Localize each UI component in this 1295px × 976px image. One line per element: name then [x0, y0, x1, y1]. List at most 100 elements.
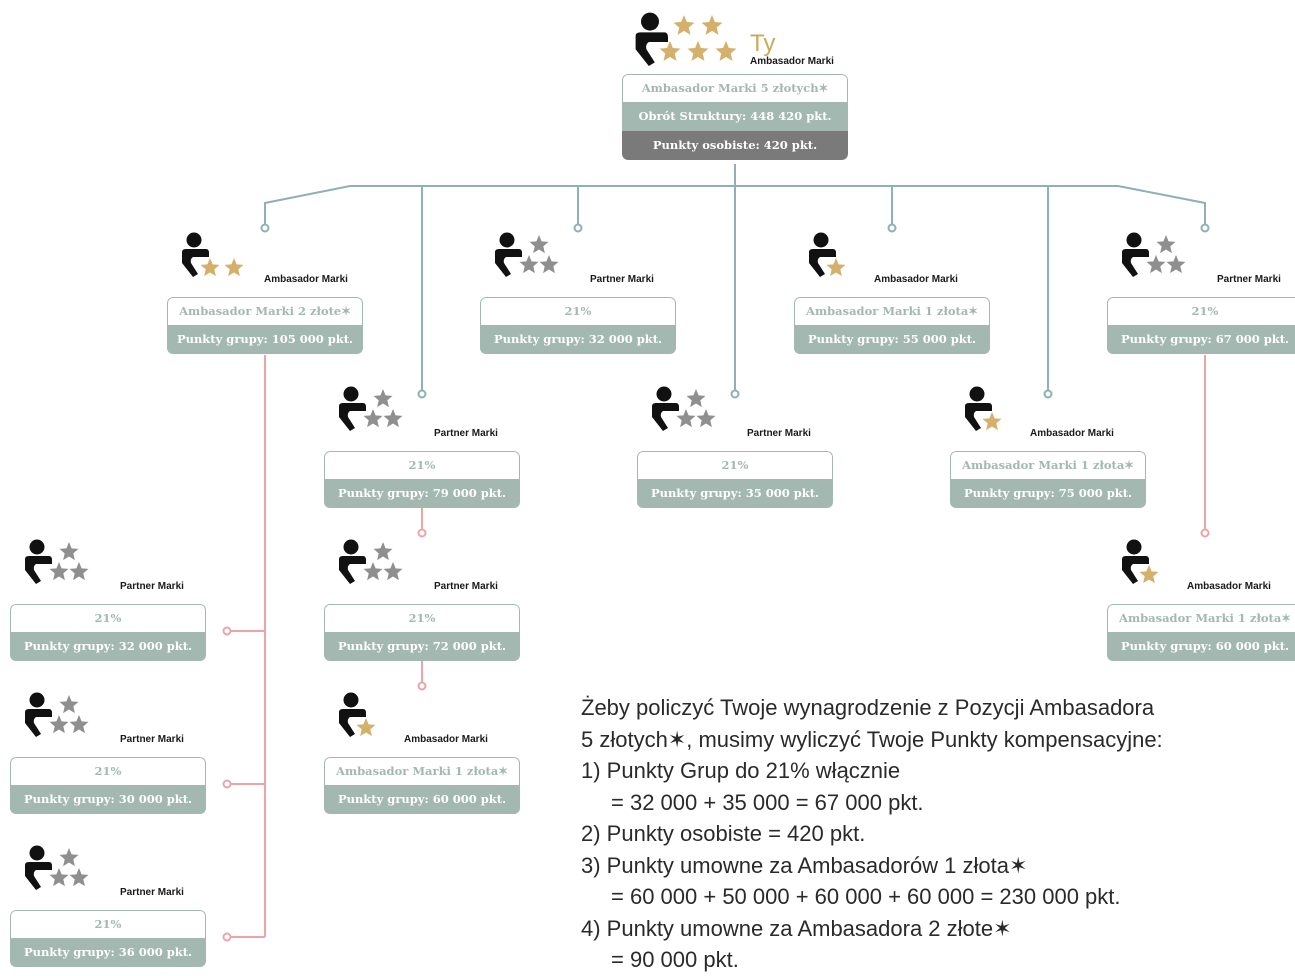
- member-rank: Ambasador Marki 2 złote✶: [167, 297, 363, 325]
- person-with-stars-icon: [809, 232, 846, 277]
- person-icon: [1122, 232, 1149, 277]
- person-icon: [339, 692, 366, 737]
- person-with-stars-icon: [1122, 232, 1186, 277]
- star-icon: [363, 409, 383, 428]
- member-group-points: Punkty grupy: 55 000 pkt.: [794, 325, 990, 354]
- member-card: 21%Punkty grupy: 32 000 pkt.: [480, 297, 676, 354]
- star-icon: [49, 868, 69, 887]
- star-icon: [676, 409, 696, 428]
- person-with-stars-icon: [339, 692, 376, 737]
- star-icon: [224, 258, 244, 277]
- member-card: Ambasador Marki 2 złote✶Punkty grupy: 10…: [167, 297, 363, 354]
- star-icon: [686, 389, 706, 408]
- member-card: Ambasador Marki 1 złota✶Punkty grupy: 60…: [1107, 604, 1295, 661]
- member-card: 21%Punkty grupy: 67 000 pkt.: [1107, 297, 1295, 354]
- member-rank: 21%: [324, 604, 520, 632]
- star-icon: [49, 715, 69, 734]
- star-icon: [69, 715, 89, 734]
- star-icon: [383, 562, 403, 581]
- star-icon: [659, 41, 681, 61]
- member-card: Ambasador Marki 1 złota✶Punkty grupy: 75…: [950, 451, 1146, 508]
- person-with-stars-icon: [339, 539, 403, 584]
- star-icon: [59, 848, 79, 867]
- node-p8: Partner Marki 21%Punkty grupy: 36 000 pkt…: [10, 843, 210, 969]
- member-group-points: Punkty grupy: 72 000 pkt.: [324, 632, 520, 661]
- star-icon: [529, 235, 549, 254]
- member-role: Partner Marki: [590, 274, 654, 285]
- note-line: Żeby policzyć Twoje wynagrodzenie z Pozy…: [581, 695, 1155, 720]
- member-group-points: Punkty grupy: 67 000 pkt.: [1107, 325, 1295, 354]
- star-icon: [673, 15, 695, 35]
- member-role: Ambasador Marki: [874, 274, 958, 285]
- star-icon: [69, 562, 89, 581]
- member-group-points: Punkty grupy: 60 000 pkt.: [324, 785, 520, 814]
- person-with-stars-icon: [339, 386, 403, 431]
- person-icon: [652, 386, 679, 431]
- member-card: Ambasador Marki 1 złota✶Punkty grupy: 55…: [794, 297, 990, 354]
- member-card: Ambasador Marki 1 złota✶Punkty grupy: 60…: [324, 757, 520, 814]
- star-icon: [701, 15, 723, 35]
- person-icon: [809, 232, 836, 277]
- person-icon: [182, 232, 209, 277]
- person-with-stars-icon: [25, 845, 89, 890]
- member-role: Partner Marki: [120, 887, 184, 898]
- person-icon: [339, 539, 366, 584]
- member-group-points: Punkty grupy: 75 000 pkt.: [950, 479, 1146, 508]
- person-icon: [25, 845, 52, 890]
- member-rank: Ambasador Marki 1 złota✶: [1107, 604, 1295, 632]
- member-group-points: Punkty grupy: 60 000 pkt.: [1107, 632, 1295, 661]
- member-rank: 21%: [1107, 297, 1295, 325]
- member-rank: 21%: [637, 451, 833, 479]
- member-group-points: Punkty grupy: 32 000 pkt.: [10, 632, 206, 661]
- person-icon: [635, 12, 668, 66]
- person-with-stars-icon: [495, 232, 559, 277]
- member-role: Partner Marki: [120, 581, 184, 592]
- member-role: Partner Marki: [747, 428, 811, 439]
- star-icon: [1166, 255, 1186, 274]
- member-rank: 21%: [10, 910, 206, 938]
- note-line: = 32 000 + 35 000 = 67 000 pkt.: [611, 789, 924, 815]
- star-icon: [356, 718, 376, 737]
- member-rank: 21%: [10, 604, 206, 632]
- star-icon: [687, 41, 709, 61]
- member-role: Partner Marki: [434, 428, 498, 439]
- member-role: Partner Marki: [120, 734, 184, 745]
- you-role: Ambasador Marki: [750, 56, 834, 67]
- person-icon: [339, 386, 366, 431]
- person-with-stars-icon: [652, 386, 716, 431]
- node-p6: Partner Marki 21%Punkty grupy: 32 000 pkt…: [10, 537, 210, 663]
- you-personal-points: Punkty osobiste: 420 pkt.: [622, 131, 848, 160]
- star-icon: [373, 389, 393, 408]
- you-label: Ty: [750, 30, 776, 57]
- star-icon: [826, 258, 846, 277]
- star-icon: [59, 542, 79, 561]
- note-line: 5 złotych✶, musimy wyliczyć Twoje Punkty…: [581, 726, 1163, 752]
- member-rank: Ambasador Marki 1 złota✶: [794, 297, 990, 325]
- note-line: 3) Punkty umowne za Ambasadorów 1 złota✶: [581, 852, 1028, 878]
- person-with-stars-icon: [1122, 539, 1159, 584]
- member-group-points: Punkty grupy: 30 000 pkt.: [10, 785, 206, 814]
- person-icon: [1122, 539, 1149, 584]
- member-group-points: Punkty grupy: 36 000 pkt.: [10, 938, 206, 967]
- star-icon: [696, 409, 716, 428]
- star-icon: [1146, 255, 1166, 274]
- member-card: 21%Punkty grupy: 35 000 pkt.: [637, 451, 833, 508]
- note-line: 2) Punkty osobiste = 420 pkt.: [581, 821, 866, 846]
- person-icon: [25, 692, 52, 737]
- note-line: 4) Punkty umowne za Ambasadora 2 złote✶: [581, 915, 1012, 941]
- member-role: Ambasador Marki: [1187, 581, 1271, 592]
- you-rank: Ambasador Marki 5 złotych✶: [622, 74, 848, 102]
- person-icon: [25, 539, 52, 584]
- member-role: Partner Marki: [434, 581, 498, 592]
- person-with-stars-icon: [182, 232, 244, 277]
- star-icon: [200, 258, 220, 277]
- member-group-points: Punkty grupy: 32 000 pkt.: [480, 325, 676, 354]
- member-card: 21%Punkty grupy: 36 000 pkt.: [10, 910, 206, 967]
